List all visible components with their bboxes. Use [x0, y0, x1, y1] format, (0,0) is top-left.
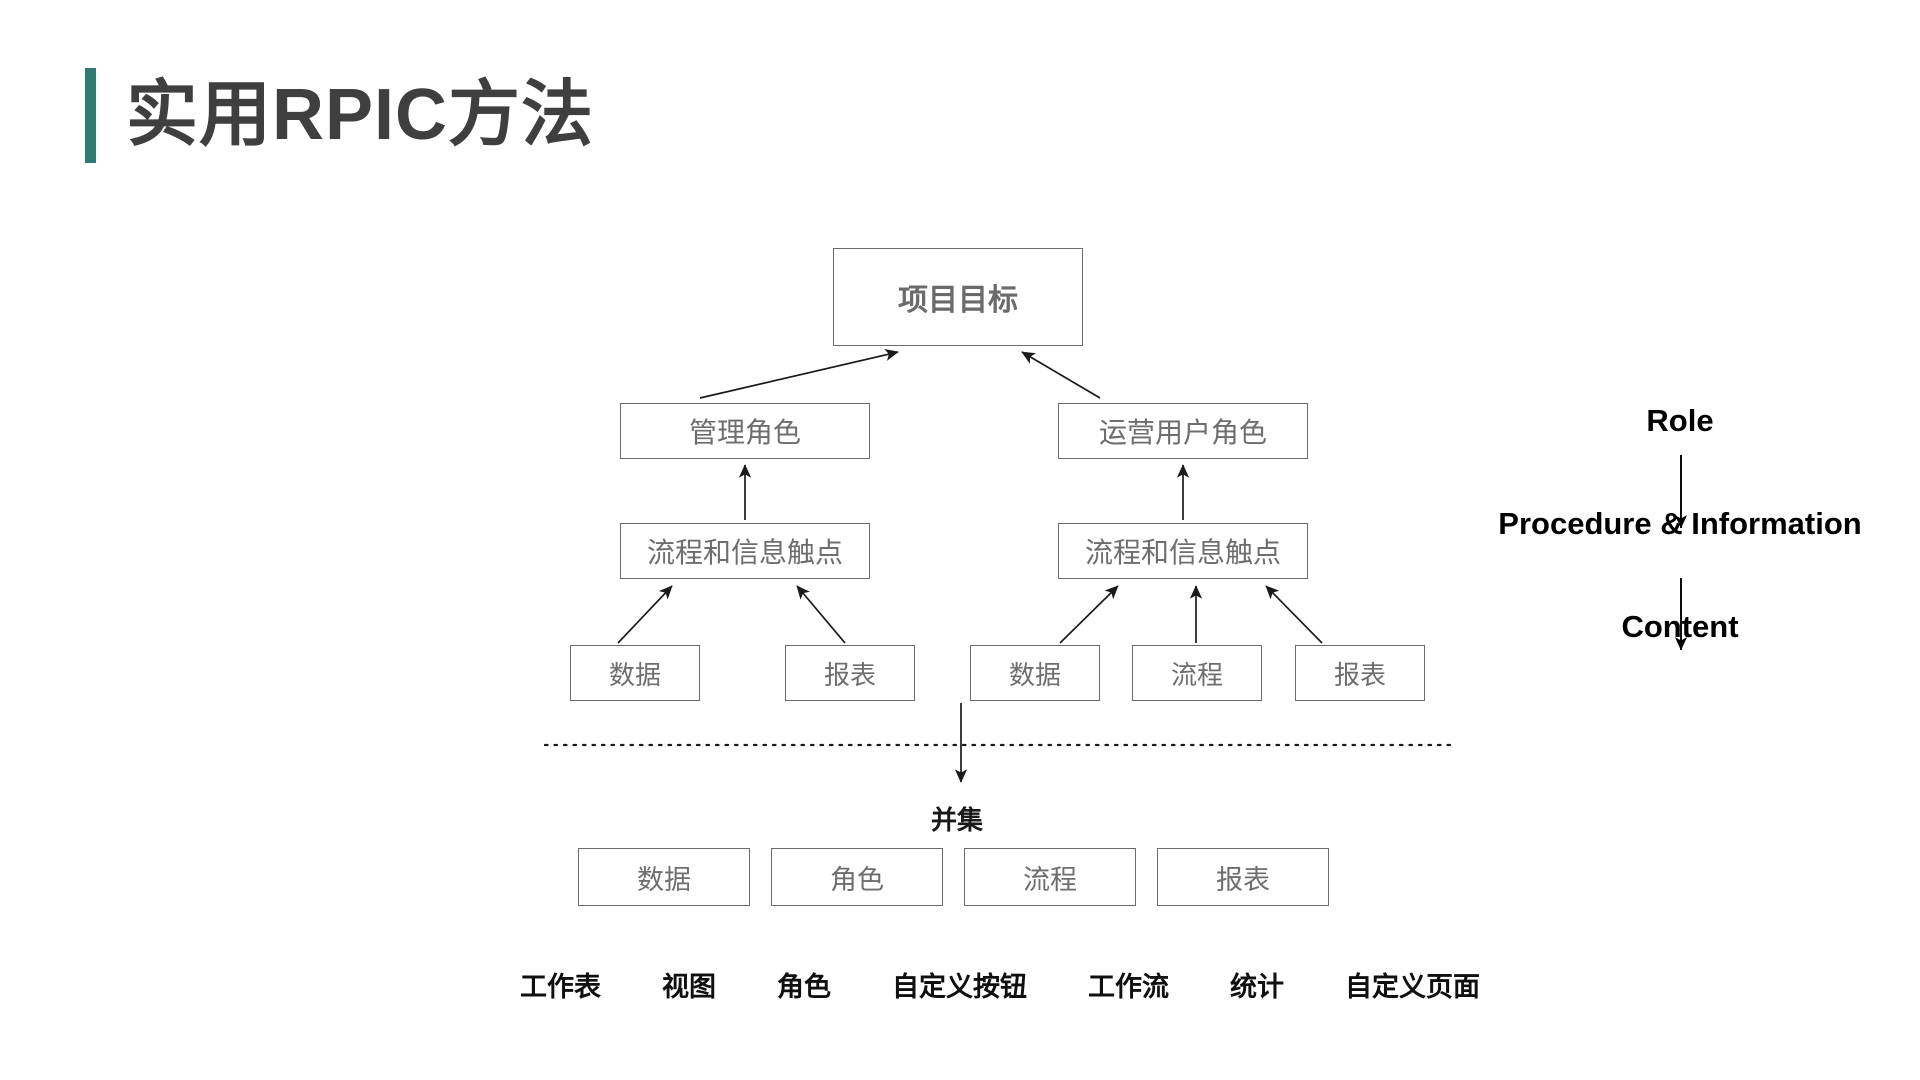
legend-arrow-1-slot: [1450, 436, 1910, 508]
page-title: 实用RPIC方法: [126, 75, 595, 155]
node-leaf-data-right[interactable]: 数据: [970, 645, 1100, 701]
union-label-text: 并集: [930, 805, 983, 835]
title-accent-bar: [85, 67, 96, 163]
node-operation-user-role[interactable]: 运营用户角色: [1058, 403, 1308, 459]
node-leaf-report-left[interactable]: 报表: [785, 645, 915, 701]
node-union-process[interactable]: 流程: [964, 848, 1136, 906]
node-touchpoint-right[interactable]: 流程和信息触点: [1058, 523, 1308, 579]
legend-label-content: Content: [1621, 609, 1739, 644]
caption-worksheet: 工作表: [520, 972, 601, 1002]
caption-workflow: 工作流: [1088, 972, 1169, 1002]
node-leaf-report-right[interactable]: 报表: [1295, 645, 1425, 701]
caption-statistics: 统计: [1230, 972, 1284, 1002]
legend-column: Role Procedure & Information Content: [1450, 405, 1910, 642]
connector-leaf-report-left-to-touchpoint: [796, 585, 846, 644]
caption-row: 工作表 视图 角色 自定义按钮 工作流 统计 自定义页面: [520, 965, 1480, 1004]
page-header: 实用RPIC方法: [85, 60, 594, 170]
node-leaf-process[interactable]: 流程: [1132, 645, 1262, 701]
legend-label-procedure-information: Procedure & Information: [1498, 506, 1862, 541]
caption-custom-page: 自定义页面: [1345, 972, 1480, 1002]
union-label: 并集: [0, 800, 1920, 837]
node-touchpoint-left[interactable]: 流程和信息触点: [620, 523, 870, 579]
legend-arrow-2-slot: [1450, 539, 1910, 611]
connector-leaf-data-left-to-touchpoint: [617, 585, 673, 644]
connector-operation-role-to-goal: [1021, 351, 1101, 399]
connector-leaf-data-right-to-touchpoint: [1059, 585, 1119, 644]
caption-custom-button: 自定义按钮: [892, 972, 1027, 1002]
node-management-role[interactable]: 管理角色: [620, 403, 870, 459]
legend-label-role: Role: [1646, 403, 1714, 438]
node-union-report[interactable]: 报表: [1157, 848, 1329, 906]
node-leaf-data-left[interactable]: 数据: [570, 645, 700, 701]
node-union-data[interactable]: 数据: [578, 848, 750, 906]
connector-manage-role-to-goal: [699, 348, 899, 399]
node-project-goal[interactable]: 项目目标: [833, 248, 1083, 346]
node-union-role[interactable]: 角色: [771, 848, 943, 906]
connector-leaf-report-right-to-touchpoint: [1265, 585, 1323, 644]
caption-view: 视图: [662, 972, 716, 1002]
caption-role: 角色: [777, 972, 831, 1002]
